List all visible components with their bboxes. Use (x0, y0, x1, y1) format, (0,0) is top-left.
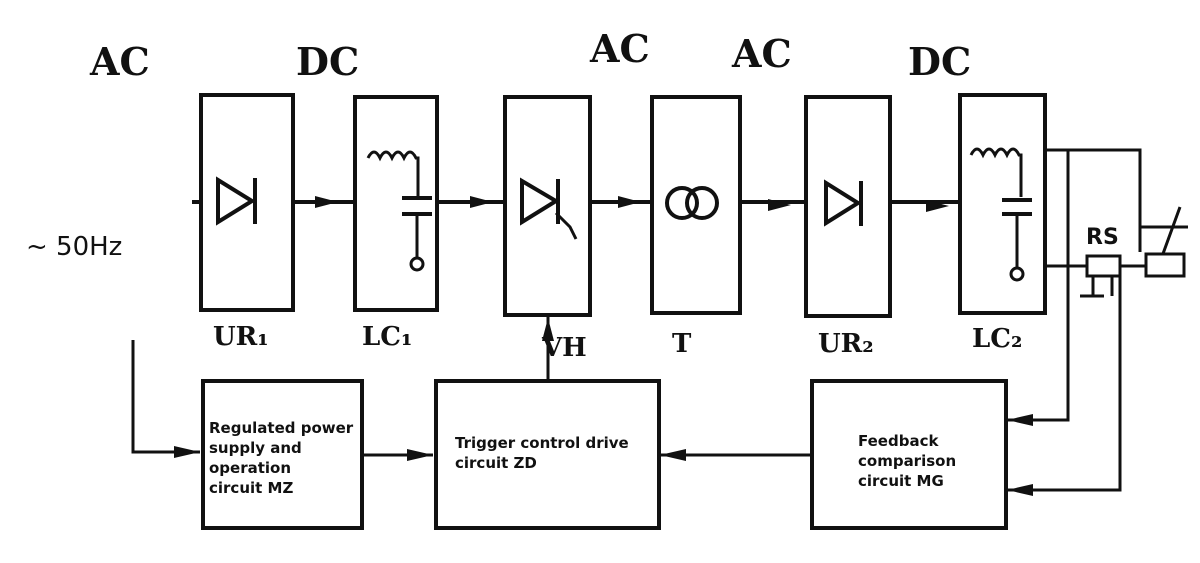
block-mg (810, 379, 1008, 530)
label-mg-3: circuit MG (858, 472, 944, 490)
inductor-icon (969, 147, 1023, 197)
label-mz-2: supply and (209, 439, 302, 457)
label-ac-after-transformer: AC (731, 31, 792, 76)
label-mg-1: Feedback (858, 432, 939, 450)
label-mz-1: Regulated power (209, 419, 354, 437)
block-lc2 (958, 93, 1047, 315)
label-zd-1: Trigger control drive (455, 434, 629, 452)
block-mz (201, 379, 364, 530)
label-ac-after-thyristor: AC (589, 26, 650, 71)
arrow-lc1-vh (470, 196, 493, 208)
arrow-t-ur2 (768, 199, 791, 211)
load-resistor (1144, 252, 1186, 278)
label-mg-2: comparison (858, 452, 956, 470)
label-mz-4: circuit MZ (209, 479, 293, 497)
block-zd (434, 379, 661, 530)
label-t: T (672, 329, 692, 359)
arrow-vh-t (618, 196, 641, 208)
label-ac-input: AC (89, 39, 150, 84)
arrow-ur2-lc2 (926, 200, 949, 212)
control-wiring (131, 150, 1122, 496)
label-dc-output: DC (908, 39, 971, 84)
block-ur1 (199, 93, 295, 312)
shunt-resistor-rs (1080, 254, 1122, 298)
label-mz-3: operation (209, 459, 291, 477)
label-rs: RS (1086, 225, 1119, 250)
diode-icon (824, 179, 863, 227)
label-ur2: UR₂ (818, 329, 874, 359)
inductor-icon (366, 150, 420, 196)
arrow-ur1-lc1 (315, 196, 338, 208)
label-dc-after-rectifier: DC (296, 39, 359, 84)
capacitor-icon (1002, 198, 1032, 282)
block-vh (503, 95, 592, 317)
label-lc1: LC₁ (362, 322, 412, 352)
label-zd-2: circuit ZD (455, 454, 537, 472)
label-ur1: UR₁ (213, 322, 269, 352)
capacitor-icon (402, 196, 432, 272)
block-lc1 (353, 95, 439, 312)
diode-icon (216, 176, 257, 226)
input-frequency-label: ~ 50Hz (26, 232, 122, 262)
block-ur2 (804, 95, 892, 318)
block-t (650, 95, 742, 315)
label-lc2: LC₂ (972, 324, 1022, 354)
thyristor-icon (520, 177, 578, 240)
transformer-icon (665, 186, 719, 220)
